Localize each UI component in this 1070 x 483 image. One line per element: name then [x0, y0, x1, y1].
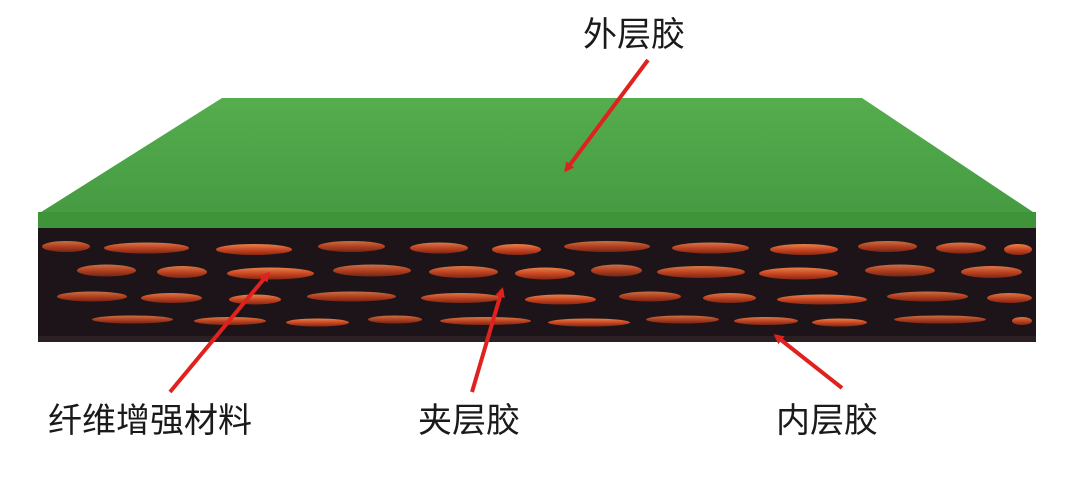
- fiber-strand: [421, 293, 501, 303]
- fiber-strand: [57, 291, 127, 302]
- label-middle-rubber: 夹层胶: [418, 401, 520, 441]
- fiber-strand: [525, 294, 596, 305]
- fiber-strand: [368, 315, 422, 324]
- outer-rubber-layer: [38, 98, 1036, 214]
- fiber-strand: [770, 244, 838, 255]
- fiber-strand: [858, 241, 917, 252]
- fiber-strand: [286, 318, 349, 327]
- fiber-strand: [759, 267, 838, 280]
- fiber-strand: [157, 266, 207, 278]
- fiber-strand: [646, 315, 719, 324]
- fiber-strand: [894, 315, 986, 324]
- fiber-strand: [141, 293, 202, 303]
- fiber-strand: [548, 318, 630, 327]
- fiber-strand: [429, 266, 498, 278]
- fiber-strand: [318, 241, 385, 252]
- label-outer-rubber: 外层胶: [583, 15, 685, 55]
- fiber-strand: [440, 317, 531, 325]
- fiber-strand: [227, 267, 314, 280]
- arrow-outer-rubber: [564, 58, 650, 173]
- fiber-strand: [333, 264, 411, 277]
- fiber-strand: [961, 266, 1022, 278]
- fiber-strand: [92, 315, 173, 324]
- fiber-strand: [492, 244, 541, 255]
- fiber-strand: [515, 267, 575, 280]
- arrow-inner-rubber: [773, 334, 844, 390]
- fiber-strand: [410, 242, 468, 254]
- fiber-strand: [812, 318, 867, 327]
- fiber-strand: [672, 242, 749, 254]
- fiber-strand: [104, 242, 189, 254]
- arrow-middle-rubber: [470, 287, 505, 393]
- label-fiber-material: 纤维增强材料: [48, 401, 252, 441]
- fiber-strand: [865, 264, 935, 277]
- fiber-reinforcement-strands: [42, 241, 1032, 327]
- fiber-strand: [216, 244, 292, 255]
- fiber-strand: [1012, 317, 1032, 325]
- outer-rubber-edge: [38, 212, 1036, 228]
- fiber-strand: [734, 317, 798, 325]
- fiber-strand: [936, 242, 986, 254]
- inner-rubber-edge: [38, 336, 1036, 342]
- fiber-strand: [987, 293, 1032, 303]
- fiber-strand: [564, 241, 650, 252]
- arrow-fiber-material: [168, 271, 270, 394]
- fiber-strand: [591, 264, 642, 277]
- fiber-strand: [1004, 244, 1032, 255]
- fiber-strand: [657, 266, 745, 278]
- fiber-strand: [229, 294, 281, 305]
- fiber-strand: [42, 241, 90, 252]
- fiber-strand: [703, 293, 756, 303]
- fiber-strand: [777, 294, 867, 305]
- fiber-strand: [619, 291, 681, 302]
- fiber-strand: [887, 291, 968, 302]
- fiber-strand: [307, 291, 396, 302]
- label-inner-rubber: 内层胶: [776, 401, 878, 441]
- fiber-strand: [77, 264, 136, 277]
